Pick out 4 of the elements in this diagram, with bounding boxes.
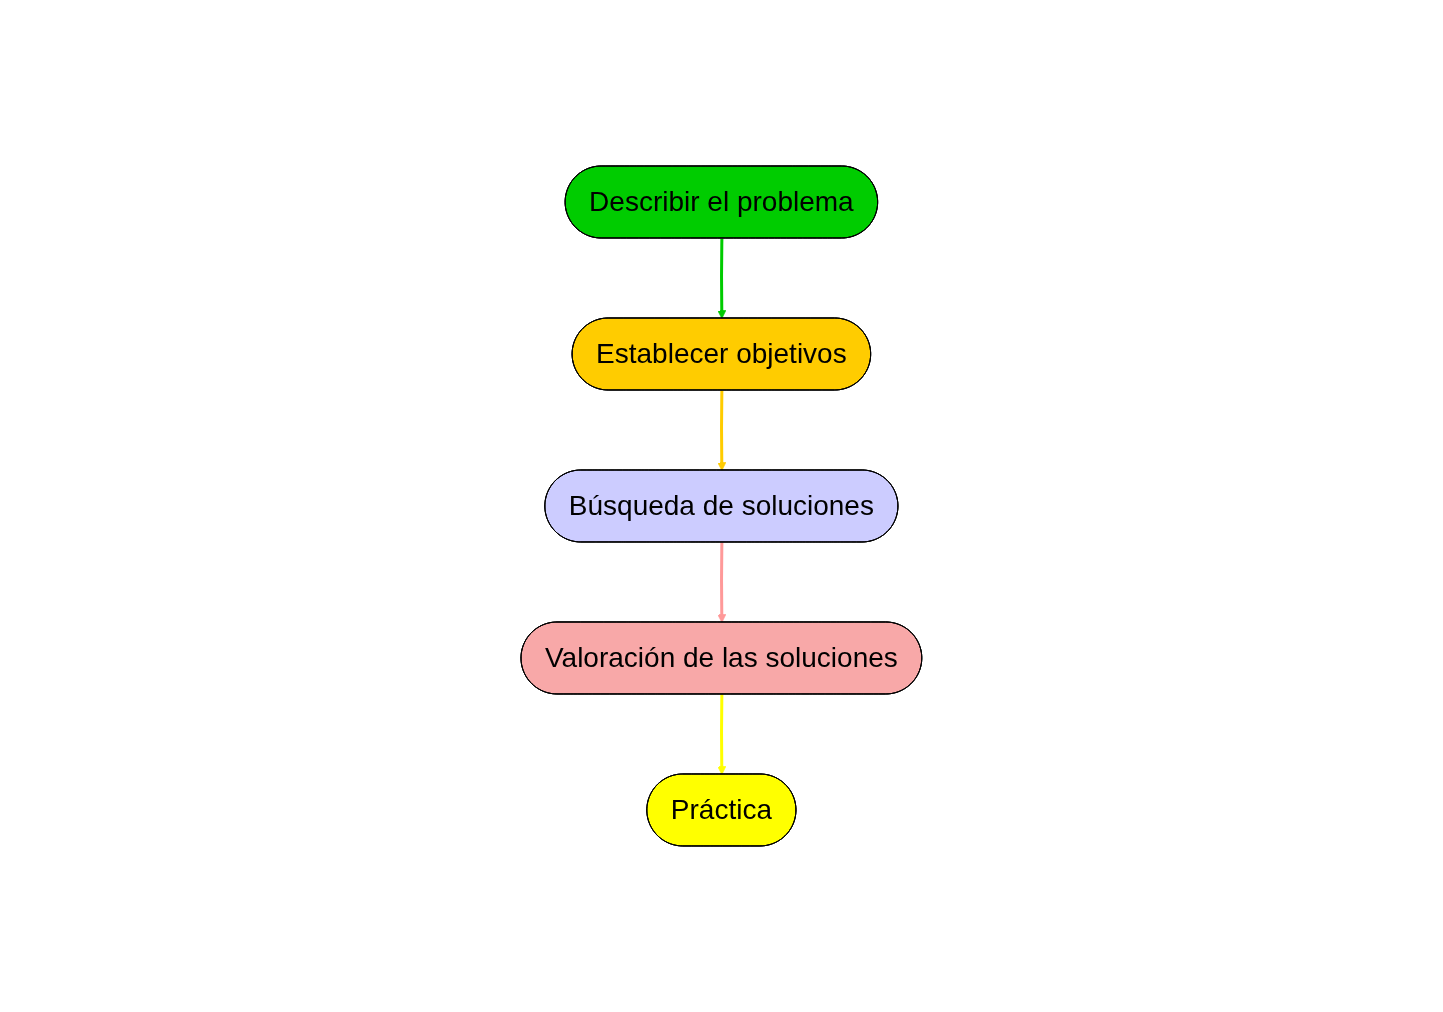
arrow — [717, 542, 727, 623]
arrow — [717, 390, 727, 471]
arrow — [717, 238, 727, 319]
arrow — [717, 694, 727, 775]
